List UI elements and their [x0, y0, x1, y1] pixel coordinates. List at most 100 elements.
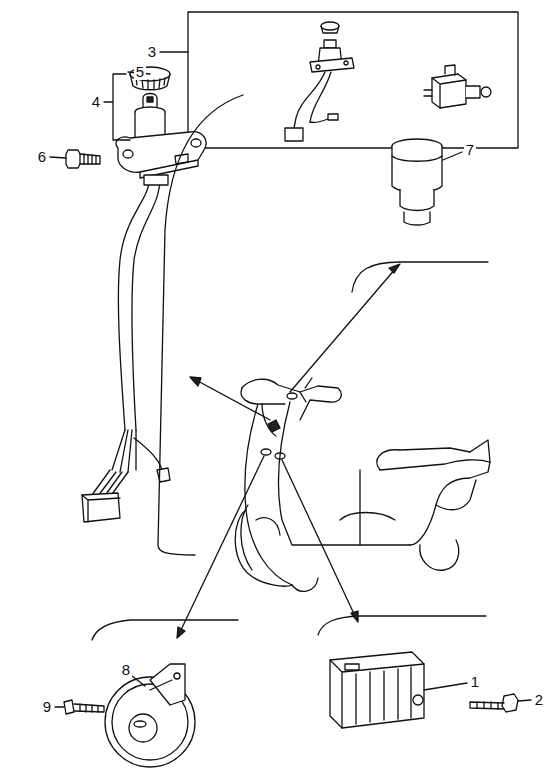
scooter-outline [235, 378, 490, 591]
switch-kit-inset [321, 26, 339, 33]
group-bracket [92, 620, 238, 640]
group-bracket [158, 95, 243, 555]
location-arrows [177, 264, 400, 638]
main-switch [191, 139, 201, 147]
wire-harness [82, 174, 170, 522]
switch-kit-inset [310, 58, 354, 72]
callout-number: 1 [469, 674, 481, 690]
bolt [66, 150, 80, 168]
scooter-outline [420, 540, 459, 570]
horn [129, 714, 157, 742]
wire-harness [132, 174, 160, 430]
horn-bolt [74, 704, 104, 712]
rectifier-bolt [470, 702, 504, 709]
scooter-outline [300, 378, 312, 402]
rectifier [330, 652, 424, 728]
horn-bolt [80, 704, 98, 712]
scooter-outline [242, 379, 341, 420]
main-switch [116, 132, 206, 173]
scooter-outline [340, 470, 395, 545]
rectifier [345, 664, 359, 670]
switch-kit-inset [324, 40, 336, 48]
callout-number: 4 [90, 94, 102, 110]
scooter-outline [380, 460, 490, 545]
scooter-outline [436, 480, 476, 510]
horn [174, 673, 180, 679]
location-arrows [282, 460, 355, 616]
leader-lines [132, 676, 145, 686]
scooter-outline [470, 440, 490, 462]
callout-number: 3 [146, 44, 158, 60]
switch-mark [261, 449, 271, 455]
inset-frame [188, 12, 518, 148]
switch-kit-inset [328, 114, 338, 120]
switch-kit-inset [321, 22, 339, 30]
switch-kit-inset [344, 61, 348, 65]
rectifier [356, 667, 411, 724]
leader-lines [518, 700, 531, 701]
main-switch [123, 150, 133, 158]
callout-number: 2 [533, 692, 545, 708]
leader-lines [50, 157, 66, 158]
group-bracket [318, 616, 486, 635]
callout-number: 6 [36, 149, 48, 165]
rectifier-bolt [477, 702, 498, 709]
horn [134, 721, 146, 727]
leader-lines [50, 52, 531, 707]
switch-mark [261, 393, 297, 459]
location-arrows [177, 627, 185, 638]
switch-kit-inset [285, 128, 303, 141]
callout-number: 8 [120, 662, 132, 678]
reservoir [392, 146, 442, 192]
reservoir [400, 190, 434, 211]
wire-harness [112, 430, 136, 472]
location-arrows [190, 377, 201, 386]
scooter-outline [292, 578, 318, 591]
group-bracket [352, 262, 488, 292]
callout-number: 7 [464, 142, 476, 158]
reservoir [404, 212, 430, 225]
location-arrows [180, 456, 264, 632]
switch-kit-inset [285, 22, 491, 141]
bolt [66, 150, 100, 168]
rectifier [413, 695, 423, 705]
switch-mark [268, 420, 280, 432]
callout-number: 5 [134, 64, 146, 80]
switch-kit-inset [424, 90, 432, 96]
switch-kit-inset [316, 65, 320, 69]
inset-frame [188, 12, 518, 148]
scooter-outline [278, 402, 410, 545]
location-arrows [196, 380, 270, 420]
wire-harness [82, 495, 120, 522]
switch-mark [275, 453, 285, 459]
group-bracket [92, 95, 488, 640]
leader-lines [55, 706, 64, 707]
scooter-outline [245, 404, 292, 585]
rectifier [330, 660, 424, 728]
location-arrows [290, 268, 396, 392]
scooter-outline [241, 388, 285, 404]
callout-number: 9 [41, 699, 53, 715]
leader-lines [443, 152, 462, 160]
rectifier-bolt [470, 694, 518, 712]
leader-lines [104, 74, 130, 140]
horn [105, 664, 195, 767]
scooter-outline [235, 510, 292, 586]
wire-harness [82, 493, 120, 522]
horn [150, 664, 185, 705]
rectifier [330, 652, 424, 728]
scooter-outline [377, 448, 470, 470]
switch-kit-inset [294, 72, 325, 128]
wire-harness [144, 175, 168, 185]
switch-kit-inset [432, 74, 466, 108]
horn [150, 680, 172, 690]
main-switch [116, 94, 206, 179]
leader-lines [160, 51, 188, 52]
switch-mark [287, 393, 297, 399]
reservoir [392, 156, 442, 161]
switch-kit-inset [445, 65, 455, 75]
scooter-outline [241, 505, 280, 570]
horn-bolt [64, 700, 74, 714]
